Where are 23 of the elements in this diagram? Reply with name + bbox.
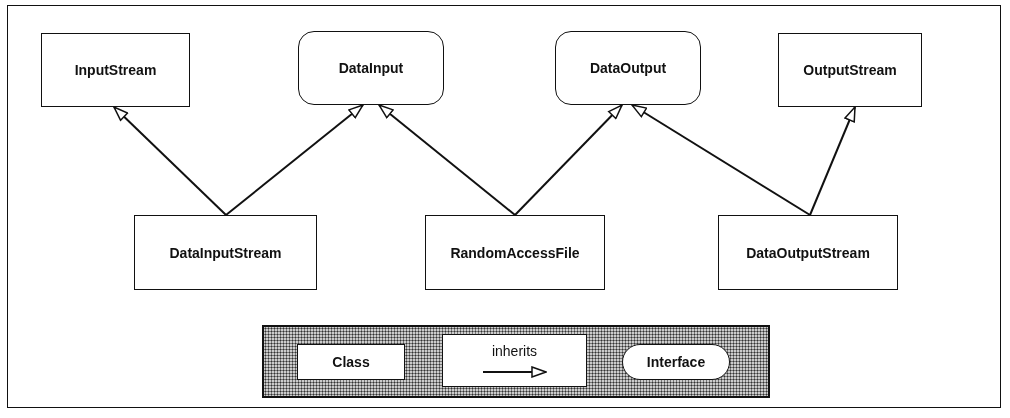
inheritance-arrow xyxy=(113,106,227,216)
class-box xyxy=(134,215,317,290)
legend-label: Class xyxy=(332,354,370,370)
class-name: OutputStream xyxy=(803,62,897,78)
inheritance-arrow xyxy=(809,106,856,216)
interface-box xyxy=(298,31,444,105)
inheritance-arrow xyxy=(378,104,516,216)
legend-label: Interface xyxy=(646,354,706,370)
legend-label: inherits xyxy=(491,342,538,359)
inheritance-arrow xyxy=(631,104,811,216)
class-name: InputStream xyxy=(74,62,157,78)
inheritance-arrow xyxy=(514,104,623,216)
interface-box xyxy=(555,31,701,105)
class-name: DataInputStream xyxy=(169,244,282,261)
class-name: DataOutput xyxy=(589,60,667,76)
class-name: RandomAccessFile xyxy=(450,244,580,261)
class-box xyxy=(41,33,190,107)
class-name: DataInput xyxy=(338,60,404,76)
class-box xyxy=(778,33,922,107)
inheritance-arrow xyxy=(225,104,364,216)
class-box xyxy=(718,215,898,290)
class-box xyxy=(425,215,605,290)
class-name: DataOutputStream xyxy=(746,244,870,261)
